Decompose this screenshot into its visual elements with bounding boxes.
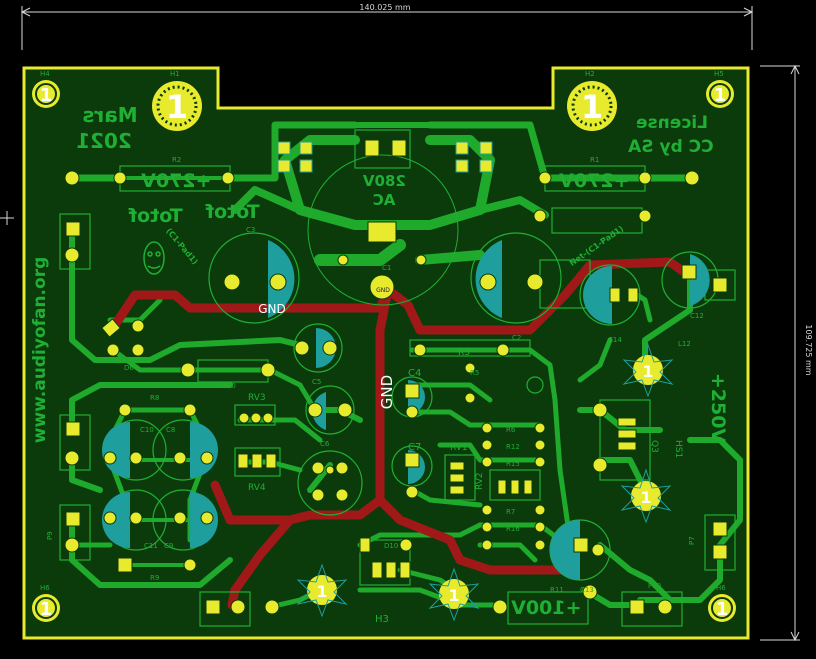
- ref-h6-right: H6: [716, 584, 726, 592]
- ref-r10: R10: [222, 382, 236, 390]
- corner-hole-top-right: 1: [706, 80, 734, 108]
- gnd-horizontal-label: GND: [258, 302, 286, 316]
- heatsink-hole-1: 1: [633, 355, 663, 385]
- pads: [64, 139, 728, 615]
- ref-r16: R16: [506, 525, 520, 533]
- corner-hole-top-right-number: 1: [714, 85, 727, 106]
- ref-h3: H3: [375, 614, 389, 625]
- ref-h4: H4: [40, 70, 50, 78]
- ref-h1: H1: [170, 70, 180, 78]
- board-edge-outline: [22, 66, 750, 640]
- ref-d6: D6: [124, 364, 134, 372]
- reference-designators: H1 H2 H4 H5 H6 H6 H3 C1 C2 C3 C4 C5 C6 C…: [40, 70, 726, 625]
- ref-c3: C3: [246, 226, 255, 234]
- ref-hs1: HS1: [673, 440, 683, 458]
- ref-rv3: RV3: [248, 393, 266, 403]
- gnd-pad-label: GND: [376, 287, 390, 294]
- ref-r7: R7: [506, 508, 515, 516]
- ref-p10: P10: [648, 582, 661, 590]
- ref-c10: C10: [140, 426, 154, 434]
- ref-c4: C4: [408, 368, 421, 379]
- voltage-270-right-label: +270V: [559, 170, 630, 192]
- ref-c1: C1: [382, 264, 391, 272]
- heatsink-hole-4: 1: [439, 579, 469, 609]
- voltage-250-label: +250V: [707, 373, 729, 444]
- ref-r5: R5: [470, 369, 479, 377]
- ref-rv1: RV1: [450, 443, 468, 453]
- mount-hole-h2: 1: [567, 81, 617, 131]
- logo-face: [143, 241, 165, 275]
- ref-p7: P7: [688, 536, 696, 545]
- heatsink-hole-4-number: 1: [448, 586, 459, 605]
- mounting-holes: 1 1 1 1 1 1 1: [32, 80, 736, 622]
- gnd-labels: GND GND GND: [258, 287, 396, 409]
- heatsink-hole-2: 1: [631, 481, 661, 511]
- ref-c5: C5: [312, 378, 321, 386]
- ground-pour: [24, 68, 748, 638]
- heatsink-star-shapes: [296, 343, 674, 622]
- dimension-annotations: [0, 6, 800, 642]
- ref-p9: P9: [46, 531, 54, 540]
- ref-r3: R3: [458, 348, 470, 358]
- corner-hole-bottom-right-number: 1: [716, 599, 729, 620]
- ref-c9: C9: [164, 542, 173, 550]
- cc-by-sa-label: CC by SA: [627, 137, 713, 157]
- ref-r1: R1: [590, 156, 599, 164]
- ref-c13: C13: [580, 586, 594, 594]
- ref-r15: R15: [506, 460, 520, 468]
- ref-c2: C2: [512, 334, 521, 342]
- ac-label: AC: [373, 191, 396, 209]
- ref-c11: C11: [144, 542, 158, 550]
- ref-q3: Q3: [649, 440, 659, 453]
- ref-rv2: RV2: [475, 472, 485, 490]
- totof-mid-label: Totof: [205, 201, 260, 223]
- ref-l12: L12: [678, 340, 691, 348]
- height-dimension-label: 109.725 mm: [804, 324, 813, 375]
- heatsink-hole-1-number: 1: [642, 362, 653, 381]
- ref-h6-left: H6: [40, 584, 50, 592]
- ref-c14: C14: [608, 336, 622, 344]
- smd-pads: [277, 141, 493, 173]
- ref-h5: H5: [714, 70, 724, 78]
- heatsink-hole-2-number: 1: [640, 488, 651, 507]
- corner-hole-bottom-left: 1: [32, 594, 60, 622]
- mount-hole-h1-number: 1: [166, 88, 188, 126]
- ref-d10: D10: [384, 542, 398, 550]
- width-dimension-label: 140.025 mm: [359, 3, 410, 12]
- corner-hole-bottom-left-number: 1: [40, 599, 53, 620]
- totof-left-label: Totof: [128, 205, 183, 227]
- mars-label: Mars: [82, 103, 137, 127]
- ref-c7: C7: [408, 442, 421, 453]
- ref-h2: H2: [585, 70, 595, 78]
- ref-c12: C12: [690, 312, 704, 320]
- corner-hole-top-left: 1: [32, 80, 60, 108]
- ref-r11: R11: [550, 586, 564, 594]
- ref-r2: R2: [172, 156, 181, 164]
- electrolytic-capacitors: [102, 240, 710, 580]
- ref-r6: R6: [506, 426, 516, 434]
- ref-c6: C6: [320, 440, 330, 448]
- mount-hole-h2-number: 1: [581, 88, 603, 126]
- ref-r8: R8: [150, 394, 159, 402]
- heatsink-hole-3-number: 1: [316, 582, 327, 601]
- ref-rv4: RV4: [248, 483, 266, 493]
- ref-c8: C8: [166, 426, 175, 434]
- corner-hole-top-left-number: 1: [40, 85, 53, 106]
- ref-r9: R9: [150, 574, 159, 582]
- corner-hole-bottom-right: 1: [708, 594, 736, 622]
- mount-hole-h1: 1: [152, 81, 202, 131]
- gnd-vertical-label: GND: [378, 375, 396, 409]
- voltage-100-label: +100V: [511, 597, 582, 619]
- voltage-270-left-label: +270V: [141, 170, 212, 192]
- ac-voltage-label: 280V: [363, 172, 406, 190]
- heatsink-hole-3: 1: [307, 575, 337, 605]
- license-label: License: [636, 113, 708, 133]
- website-label: www.audiyofan.org: [30, 257, 50, 443]
- ref-r12: R12: [506, 443, 520, 451]
- year-label: 2021: [76, 129, 132, 153]
